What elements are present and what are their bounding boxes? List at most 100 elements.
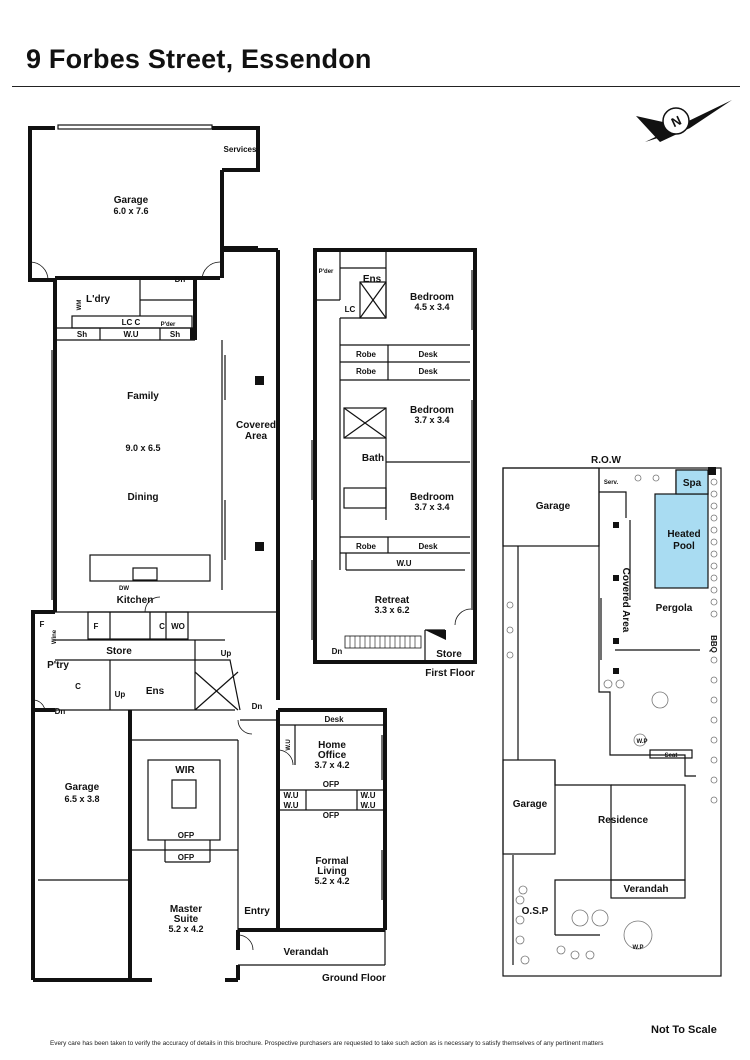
- entry-label: Entry: [244, 906, 270, 917]
- master-name-2: Suite: [174, 914, 199, 925]
- ff-lc-label: LC: [345, 305, 356, 314]
- desk1-label: Desk: [418, 350, 438, 359]
- wo-label: WO: [171, 622, 185, 631]
- dn3-label: Dn: [252, 702, 263, 711]
- ground-floor-label: Ground Floor: [322, 973, 386, 984]
- c2-label: C: [75, 682, 81, 691]
- lc-c-label: LC C: [122, 318, 141, 327]
- laundry-label: L'dry: [86, 294, 110, 305]
- bed2-name: Bedroom: [410, 405, 454, 416]
- first-floor-label: First Floor: [425, 668, 475, 679]
- bbq-label: BBQ: [709, 635, 718, 653]
- wu-b-label: W.U: [360, 791, 375, 800]
- pantry-label: P'try: [47, 660, 69, 671]
- wu-side-label: W.U: [286, 739, 292, 750]
- ff-dn-label: Dn: [332, 647, 343, 656]
- pergola-label: Pergola: [656, 603, 693, 614]
- dn2-label: Dn: [55, 707, 66, 716]
- garage-left-name: Garage: [65, 782, 100, 793]
- page-title: 9 Forbes Street, Essendon: [26, 44, 372, 74]
- dining-label: Dining: [127, 492, 158, 503]
- serv-label: Serv.: [604, 480, 619, 486]
- door-swings: [29, 261, 294, 951]
- heated-pool: [654, 493, 709, 589]
- services-label: Services: [224, 145, 257, 154]
- ground-floor-posts: [190, 246, 264, 551]
- site-boundary: [502, 467, 722, 977]
- robe3-label: Robe: [356, 542, 377, 551]
- ofp3-label: OFP: [323, 780, 340, 789]
- wir-label: WIR: [175, 765, 195, 776]
- retreat-dim: 3.3 x 6.2: [374, 605, 409, 615]
- master-name: Master: [170, 904, 202, 915]
- ofp1-label: OFP: [178, 831, 195, 840]
- home-office-name: Home: [318, 740, 346, 751]
- family-dim: 9.0 x 6.5: [125, 443, 160, 453]
- bed1-dim: 4.5 x 3.4: [414, 302, 449, 312]
- heated-pool-label-2: Pool: [673, 541, 695, 552]
- osp-label: O.S.P: [522, 906, 549, 917]
- wu-c-label: W.U: [283, 801, 298, 810]
- spa-label: Spa: [683, 478, 702, 489]
- family-label: Family: [127, 391, 159, 402]
- dw-label: DW: [119, 586, 129, 592]
- row-label: R.O.W: [591, 455, 622, 466]
- sh2-label: Sh: [170, 330, 180, 339]
- home-office-dim: 3.7 x 4.2: [314, 760, 349, 770]
- covered-area-label: Covered: [236, 420, 276, 431]
- desk-label: Desk: [324, 715, 344, 724]
- disclaimer-text: Every care has been taken to verify the …: [50, 1040, 604, 1047]
- ens-label: Ens: [146, 686, 165, 697]
- ground-floor-walls: [28, 126, 387, 982]
- sh1-label: Sh: [77, 330, 87, 339]
- residence-label: Residence: [598, 815, 648, 826]
- desk2-label: Desk: [418, 367, 438, 376]
- c1-label: C: [159, 622, 165, 631]
- bath-label: Bath: [362, 453, 384, 464]
- retreat-name: Retreat: [375, 595, 410, 606]
- up2-label: Up: [115, 690, 126, 699]
- garage-left-dim: 6.5 x 3.8: [64, 794, 99, 804]
- ground-floor-inner: [29, 124, 386, 966]
- north-arrow-icon: N: [636, 100, 732, 142]
- wp2-label: W.P: [632, 945, 643, 951]
- powder-label: P'der: [161, 322, 176, 328]
- wu-d-label: W.U: [360, 801, 375, 810]
- covered-area-label-2: Area: [245, 431, 268, 442]
- formal-name-2: Living: [317, 866, 346, 877]
- not-to-scale-label: Not To Scale: [651, 1024, 717, 1036]
- home-office-name-2: Office: [318, 750, 347, 761]
- formal-dim: 5.2 x 4.2: [314, 876, 349, 886]
- wm-label: WM: [77, 300, 83, 311]
- ff-powder-label: P'der: [319, 269, 334, 275]
- spa: [675, 469, 709, 495]
- f1-label: F: [40, 620, 45, 629]
- master-dim: 5.2 x 4.2: [168, 924, 203, 934]
- bed3-name: Bedroom: [410, 492, 454, 503]
- wine-label: Wine: [52, 629, 58, 644]
- desk3-label: Desk: [418, 542, 438, 551]
- site-garage1-label: Garage: [536, 501, 571, 512]
- store-label: Store: [106, 646, 132, 657]
- ofp4-label: OFP: [323, 811, 340, 820]
- title-divider: [12, 86, 740, 87]
- garage-top-dim: 6.0 x 7.6: [113, 206, 148, 216]
- wp1-label: W.P: [636, 739, 647, 745]
- up1-label: Up: [221, 649, 232, 658]
- site-garage2-label: Garage: [513, 799, 548, 810]
- robe2-label: Robe: [356, 367, 377, 376]
- site-verandah-label: Verandah: [623, 884, 668, 895]
- f2-label: F: [94, 622, 99, 631]
- bed1-name: Bedroom: [410, 292, 454, 303]
- heated-pool-label: Heated: [667, 529, 700, 540]
- first-floor-labels: P'der Ens LC Bedroom 4.5 x 3.4 Robe Desk…: [319, 269, 475, 679]
- verandah-label: Verandah: [283, 947, 328, 958]
- ff-store-label: Store: [436, 649, 462, 660]
- robe1-label: Robe: [356, 350, 377, 359]
- site-labels: R.O.W Garage Serv. Spa Heated Pool Cover…: [513, 455, 718, 951]
- formal-name: Formal: [315, 856, 349, 867]
- ofp2-label: OFP: [178, 853, 195, 862]
- first-floor-walls: [313, 248, 477, 664]
- bed3-dim: 3.7 x 3.4: [414, 502, 449, 512]
